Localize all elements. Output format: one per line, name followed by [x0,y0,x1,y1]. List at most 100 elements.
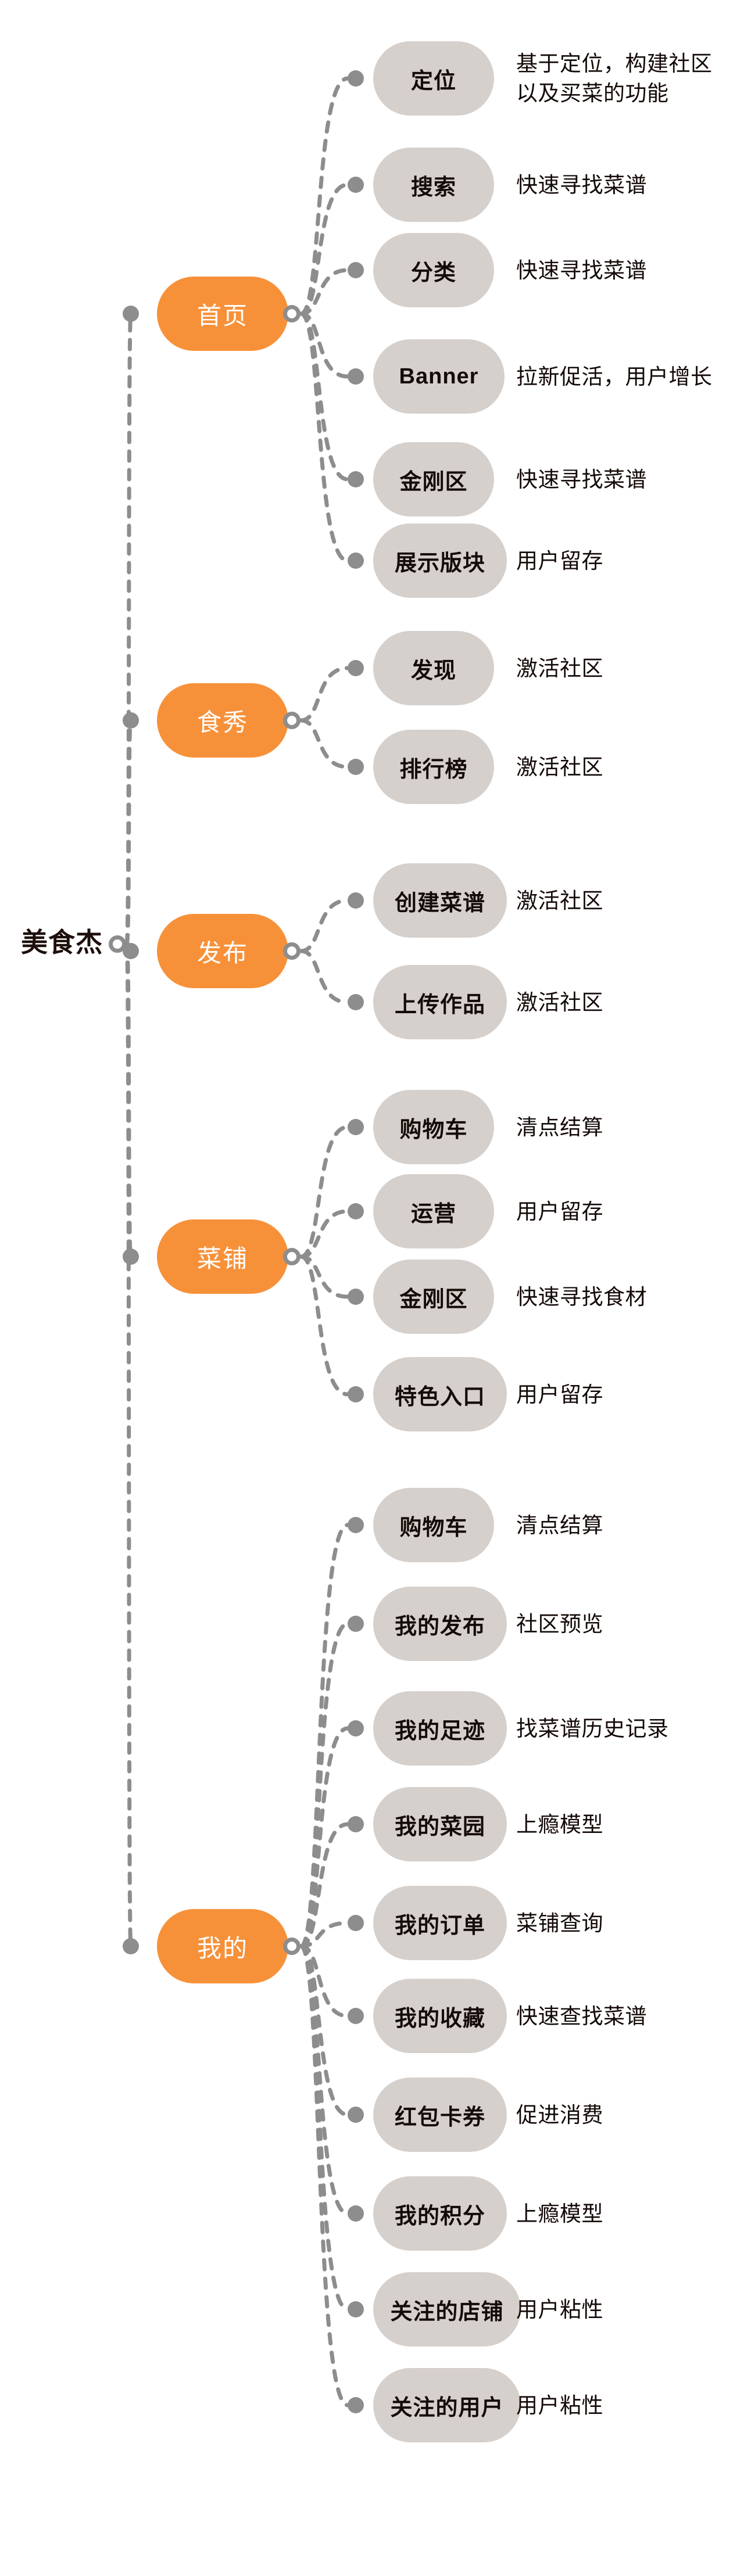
leaf-node-description-4-1: 清点结算 [516,1115,603,1139]
leaf-connector-dot [348,660,364,676]
leaf-connector-dot [348,471,364,487]
branch-node-3[interactable]: 发布 [157,914,288,988]
leaf-node-1-1[interactable]: 定位 [373,41,494,116]
leaf-connector-dot [348,2205,364,2222]
leaf-connector-dot [348,262,364,278]
branch-node-5[interactable]: 我的 [157,1909,288,1983]
root-collapse-toggle[interactable] [109,935,126,953]
leaf-connector-dot [348,1203,364,1219]
branch-collapse-toggle-5[interactable] [283,1938,301,1955]
branch-connector-dot [123,712,139,729]
leaf-node-description-5-4: 上瘾模型 [516,1813,603,1836]
leaf-node-2-1[interactable]: 发现 [373,631,494,705]
leaf-node-1-4[interactable]: Banner [373,339,505,414]
leaf-node-1-6[interactable]: 展示版块 [373,523,507,598]
leaf-node-4-4[interactable]: 特色入口 [373,1357,507,1431]
leaf-connector-dot [348,368,364,385]
leaf-node-label: 排行榜 [399,757,468,782]
leaf-node-description-5-5: 菜铺查询 [516,1911,603,1935]
leaf-node-5-8[interactable]: 我的积分 [373,2176,507,2251]
leaf-node-label: 特色入口 [394,1384,485,1409]
leaf-node-description-4-2: 用户留存 [516,1200,603,1224]
leaf-node-5-3[interactable]: 我的足迹 [373,1691,507,1766]
leaf-node-3-1[interactable]: 创建菜谱 [373,863,507,938]
leaf-node-label: 搜索 [410,175,456,200]
leaf-node-5-2[interactable]: 我的发布 [373,1587,507,1661]
leaf-node-1-5[interactable]: 金刚区 [373,442,494,516]
branch-connector-dot [123,306,139,322]
leaf-connector-dot [348,1915,364,1931]
leaf-node-5-6[interactable]: 我的收藏 [373,1979,507,2053]
leaf-node-label: 创建菜谱 [394,891,485,916]
leaf-node-5-7[interactable]: 红包卡券 [373,2078,507,2152]
leaf-connector-dot [348,2008,364,2024]
leaf-node-description-3-2: 激活社区 [516,991,603,1014]
leaf-node-description-5-7: 促进消费 [516,2103,603,2127]
branch-collapse-toggle-1[interactable] [283,305,301,322]
leaf-node-description-1-4: 拉新促活，用户增长 [516,365,713,389]
leaf-connector-dot [348,2397,364,2413]
leaf-node-5-5[interactable]: 我的订单 [373,1886,507,1960]
leaf-connector-dot [348,70,364,87]
leaf-connector-dot [348,1720,364,1737]
leaf-connector-dot [348,552,364,569]
branch-node-2[interactable]: 食秀 [157,683,288,758]
leaf-node-4-2[interactable]: 运营 [373,1174,494,1248]
leaf-node-label: 运营 [410,1201,456,1226]
leaf-connector-dot [348,892,364,909]
leaf-node-description-1-5: 快速寻找菜谱 [516,468,647,491]
leaf-node-label: 金刚区 [399,1287,468,1312]
leaf-node-label: 我的发布 [394,1614,485,1639]
leaf-node-5-1[interactable]: 购物车 [373,1488,494,1562]
branch-node-label: 我的 [196,1934,248,1962]
leaf-connector-dot [348,1289,364,1305]
leaf-node-label: 分类 [410,260,456,285]
leaf-node-1-3[interactable]: 分类 [373,233,494,307]
branch-node-1[interactable]: 首页 [157,277,288,351]
leaf-connector-dot [348,994,364,1010]
leaf-node-4-3[interactable]: 金刚区 [373,1260,494,1334]
leaf-node-5-4[interactable]: 我的菜园 [373,1787,507,1861]
leaf-node-description-4-3: 快速寻找食材 [516,1285,647,1309]
leaf-connector-dot [348,1119,364,1135]
leaf-node-description-5-3: 找菜谱历史记录 [516,1717,669,1741]
leaf-node-description-2-2: 激活社区 [516,755,603,779]
branch-node-4[interactable]: 菜铺 [157,1219,288,1294]
leaf-node-description-5-6: 快速查找菜谱 [516,2004,647,2028]
branch-collapse-toggle-2[interactable] [283,712,301,729]
leaf-node-label: 关注的店铺 [390,2299,504,2324]
leaf-node-description-1-3: 快速寻找菜谱 [516,259,647,282]
leaf-node-4-1[interactable]: 购物车 [373,1090,494,1164]
leaf-node-1-2[interactable]: 搜索 [373,148,494,222]
leaf-node-2-2[interactable]: 排行榜 [373,730,494,804]
leaf-node-5-10[interactable]: 关注的用户 [373,2368,521,2442]
branch-collapse-toggle-3[interactable] [283,942,301,960]
leaf-connector-dot [348,2107,364,2123]
leaf-node-label: 关注的用户 [390,2395,504,2420]
branch-connector-dot [123,1248,139,1265]
leaf-node-3-2[interactable]: 上传作品 [373,965,507,1039]
leaf-node-label: 我的收藏 [394,2006,485,2031]
leaf-connector-dot [348,1616,364,1632]
branch-node-label: 发布 [196,939,248,967]
leaf-node-description-5-8: 上瘾模型 [516,2202,603,2226]
leaf-node-label: 我的积分 [394,2204,485,2229]
leaf-node-label: 金刚区 [399,469,468,494]
leaf-node-description-1-1: 基于定位，构建社区 以及买菜的功能 [516,52,713,106]
leaf-node-label: 购物车 [399,1515,468,1540]
branch-connector-dot [123,1938,139,1954]
leaf-node-description-5-9: 用户粘性 [516,2298,603,2322]
leaf-node-description-2-1: 激活社区 [516,656,603,680]
leaf-connector-dot [348,1386,364,1402]
leaf-node-5-9[interactable]: 关注的店铺 [373,2272,521,2347]
leaf-node-label: 我的足迹 [394,1718,485,1743]
branch-collapse-toggle-4[interactable] [283,1248,301,1265]
leaf-node-description-1-2: 快速寻找菜谱 [516,173,647,197]
leaf-node-label: 上传作品 [394,992,485,1017]
leaf-node-description-5-2: 社区预览 [516,1612,603,1636]
leaf-node-description-5-1: 清点结算 [516,1513,603,1537]
leaf-node-label: 我的订单 [394,1913,485,1938]
leaf-connector-dot [348,1816,364,1832]
leaf-node-label: 我的菜园 [394,1814,485,1839]
